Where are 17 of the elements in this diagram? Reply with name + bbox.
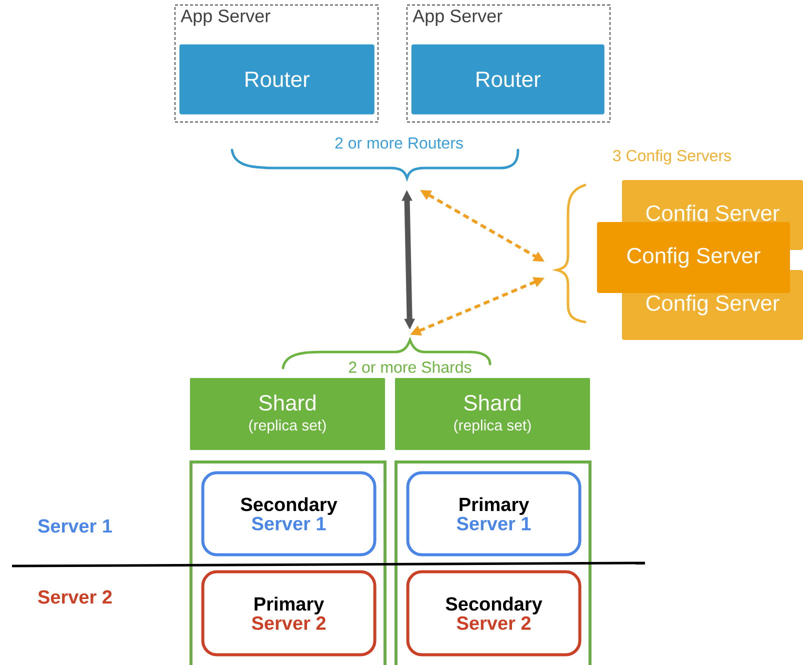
router-box: Router	[179, 44, 374, 114]
brace	[230, 148, 520, 180]
replica-set-frame	[394, 460, 592, 665]
server-label: Server 1	[38, 519, 112, 533]
replica-set-frame	[190, 460, 386, 665]
server-box: Secondary Server 1	[201, 471, 376, 556]
server-box: Primary Server 1	[406, 471, 582, 556]
server-box: Secondary Server 2	[406, 570, 582, 656]
shard-box: Shard (replica set)	[190, 378, 385, 450]
shard-box: Shard (replica set)	[395, 378, 590, 450]
brace-label: 2 or more Routers	[335, 137, 463, 149]
server-box: Primary Server 2	[201, 570, 376, 656]
config-server-box: Config Server	[597, 222, 790, 293]
router-box: Router	[411, 44, 604, 114]
group-label: 2 or more Shards	[349, 361, 472, 373]
group-label: 3 Config Servers	[613, 150, 731, 164]
server-label: Server 2	[38, 590, 112, 604]
